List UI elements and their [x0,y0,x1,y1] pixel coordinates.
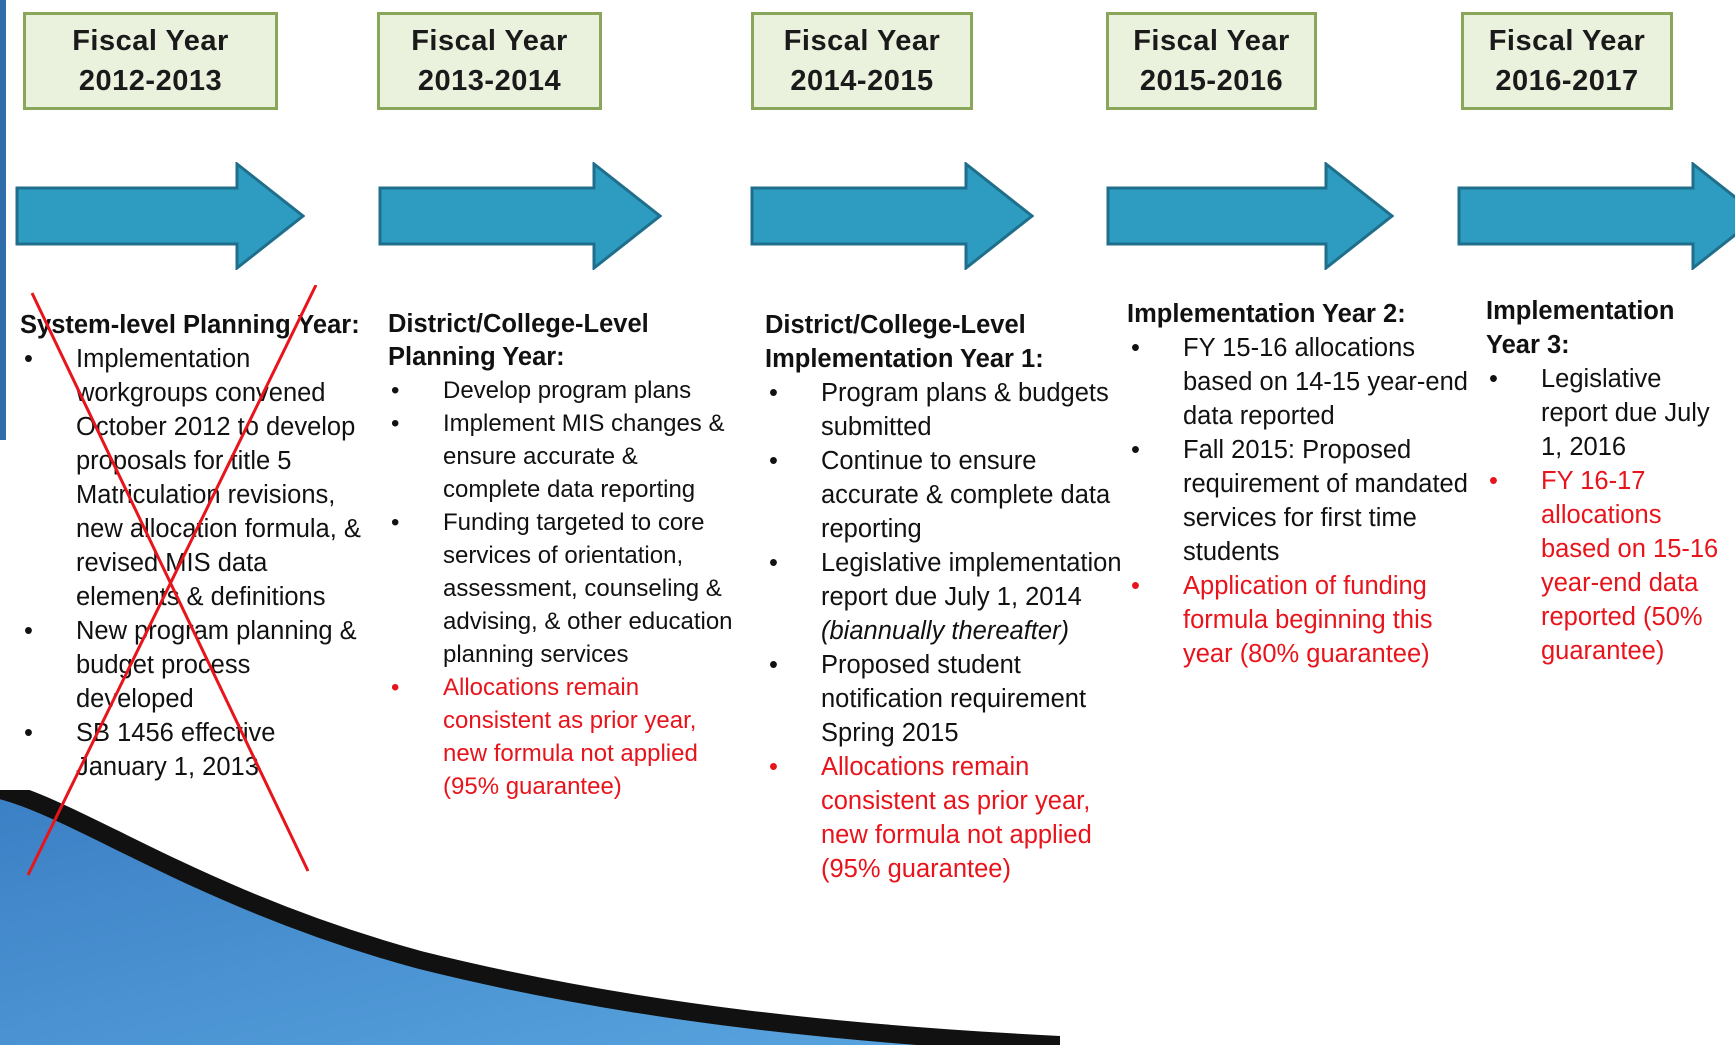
list-item: Fall 2015: Proposed requirement of manda… [1131,433,1472,569]
fiscal-year-label: Fiscal Year [72,25,229,57]
list-item-note: (biannually thereafter) [821,617,1070,645]
fiscal-year-box-2013: Fiscal Year 2013-2014 [377,12,602,110]
list-item: Legislative implementation report due Ju… [769,546,1135,648]
list-item: SB 1456 effective January 1, 2013 [24,716,365,784]
fiscal-year-box-2012: Fiscal Year 2012-2013 [23,12,278,110]
column-list: Program plans & budgets submitted Contin… [769,376,1135,886]
list-item: Develop program plans [391,374,733,407]
fiscal-year-label: Fiscal Year [411,25,568,57]
fiscal-year-range: 2015-2016 [1139,65,1284,97]
fiscal-year-box-2015: Fiscal Year 2015-2016 [1106,12,1317,110]
fiscal-year-range: 2013-2014 [417,65,562,97]
column-heading: Implementation Year 3: [1486,297,1675,359]
column-heading: District/College-Level Implementation Ye… [765,311,1044,373]
list-item: Proposed student notification requiremen… [769,648,1135,750]
fiscal-year-label: Fiscal Year [783,25,941,57]
timeline-arrow-icon [1106,162,1394,270]
timeline-arrow-icon [1457,162,1735,270]
column-implementation-year-2: Implementation Year 2: FY 15-16 allocati… [1127,297,1472,671]
fiscal-year-box-2016: Fiscal Year 2016-2017 [1461,12,1673,110]
list-item: Funding targeted to core services of ori… [391,506,733,671]
column-list: FY 15-16 allocations based on 14-15 year… [1131,331,1472,671]
list-item: Implement MIS changes & ensure accurate … [391,407,733,506]
list-item: Allocations remain consistent as prior y… [769,750,1135,886]
list-item: FY 16-17 allocations based on 15-16 year… [1489,464,1731,668]
timeline-arrow-icon [378,162,662,270]
list-item: Continue to ensure accurate & complete d… [769,444,1135,546]
timeline-arrow-icon [15,162,305,270]
column-district-planning: District/College-Level Planning Year: De… [388,308,733,803]
list-item: Legislative report due July 1, 2016 [1489,362,1731,464]
list-item: Application of funding formula beginning… [1131,569,1472,671]
timeline-arrow-icon [750,162,1034,270]
column-heading: Implementation Year 2: [1127,300,1406,328]
fiscal-year-range: 2012-2013 [78,65,223,97]
list-item: FY 15-16 allocations based on 14-15 year… [1131,331,1472,433]
list-item: Program plans & budgets submitted [769,376,1135,444]
list-item: Allocations remain consistent as prior y… [391,671,733,803]
column-implementation-year-3: Implementation Year 3: Legislative repor… [1486,294,1731,668]
list-item: Implementation workgroups convened Octob… [24,342,365,614]
column-heading: System-level Planning Year: [20,311,360,339]
column-list: Implementation workgroups convened Octob… [24,342,365,784]
column-list: Develop program plans Implement MIS chan… [391,374,733,803]
column-heading: District/College-Level Planning Year: [388,310,649,371]
slide-left-stripe [0,0,6,440]
column-system-level-planning: System-level Planning Year: Implementati… [20,308,365,784]
column-implementation-year-1: District/College-Level Implementation Ye… [765,308,1135,886]
fiscal-year-box-2014: Fiscal Year 2014-2015 [751,12,973,110]
fiscal-year-range: 2014-2015 [790,65,934,97]
fiscal-year-label: Fiscal Year [1133,25,1290,57]
list-item: New program planning & budget process de… [24,614,365,716]
column-list: Legislative report due July 1, 2016 FY 1… [1489,362,1731,668]
fiscal-year-range: 2016-2017 [1495,65,1639,97]
fiscal-year-label: Fiscal Year [1488,25,1646,57]
list-item-text: Legislative implementation report due Ju… [821,549,1122,611]
